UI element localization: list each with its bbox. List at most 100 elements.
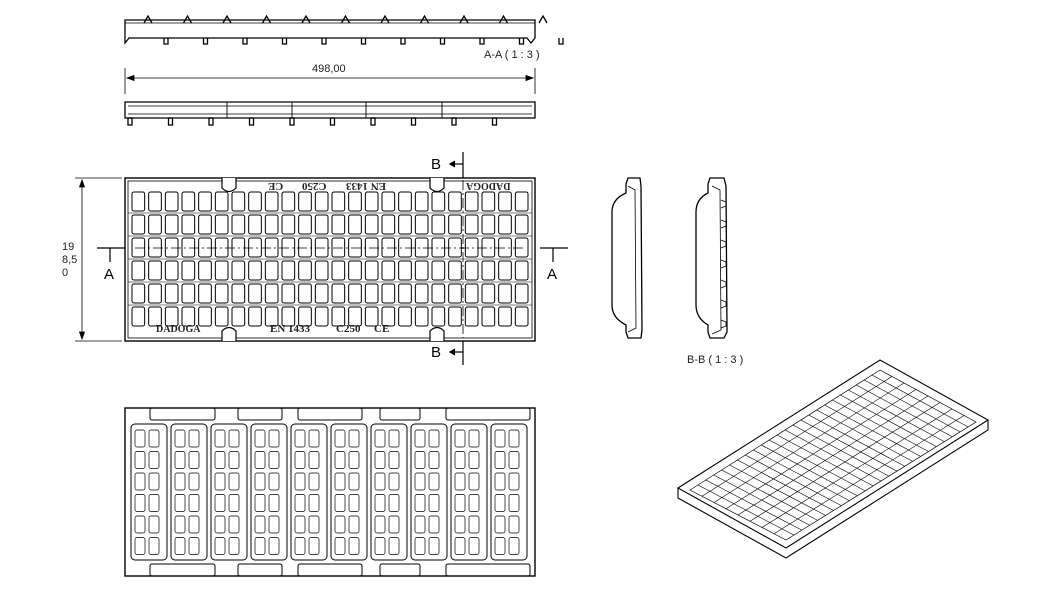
aa-foot — [281, 38, 288, 45]
aa-foot — [400, 38, 406, 45]
grating-cell — [164, 214, 179, 235]
rib-cell — [468, 537, 480, 555]
ce-mark-top: CE — [268, 180, 284, 192]
standard-bottom: EN 1433 — [270, 323, 311, 335]
side-foot — [208, 117, 214, 126]
rib-cell — [148, 472, 160, 491]
rib-cell — [134, 472, 146, 491]
rib-cell — [454, 515, 466, 534]
grating-cell — [348, 237, 362, 258]
bb-tooth — [720, 279, 727, 289]
grating-cell — [131, 306, 146, 327]
rib-cell — [214, 494, 226, 512]
grating-cell — [414, 260, 429, 281]
rib-column — [130, 423, 168, 561]
rib-cell — [134, 451, 146, 469]
grating-cell — [514, 214, 529, 235]
aa-tooth — [182, 14, 193, 24]
aa-foot — [321, 38, 327, 45]
aa-tooth — [340, 14, 351, 24]
rib-cell — [174, 537, 186, 555]
grating-cell — [264, 306, 279, 327]
section-marker-b-bottom: B — [431, 344, 442, 361]
aa-tooth — [380, 14, 390, 24]
grating-cell — [481, 260, 496, 281]
side-foot — [491, 117, 498, 126]
side-foot — [248, 117, 255, 126]
rib-column — [370, 423, 408, 561]
rib-cell — [294, 429, 306, 448]
grating-cell — [448, 260, 462, 281]
side-foot — [167, 117, 174, 126]
grating-cell — [314, 283, 329, 304]
rib-cell — [468, 494, 480, 512]
rib-column — [210, 423, 248, 561]
grating-cell — [164, 260, 179, 281]
grating-cell — [181, 306, 196, 327]
grating-cell — [514, 237, 529, 258]
side-foot — [289, 117, 295, 126]
rib-cell — [348, 537, 360, 555]
rib-cell — [268, 429, 280, 448]
grating-cell — [348, 214, 362, 235]
rib-cell — [508, 472, 520, 491]
rib-cell — [348, 494, 360, 512]
rib-cell — [374, 451, 386, 469]
grating-cell — [514, 191, 529, 212]
iso-grid-line — [725, 389, 917, 510]
grating-cell — [481, 214, 496, 235]
rib-cell — [374, 537, 386, 555]
rib-cell — [374, 515, 386, 534]
rib-cell — [308, 537, 320, 555]
rib-cell — [308, 451, 320, 469]
grating-cell — [164, 237, 179, 258]
bottom-edge-tab — [379, 407, 421, 421]
section-aa-label: A-A ( 1 : 3 ) — [484, 49, 540, 61]
grating-cell — [498, 191, 512, 212]
rib-cell — [428, 537, 440, 555]
grating-cell — [281, 306, 296, 327]
grating-cell — [264, 214, 279, 235]
grating-cell — [498, 260, 512, 281]
rib-cell — [374, 494, 386, 512]
grating-cell — [464, 237, 479, 258]
top-view-grating — [124, 177, 536, 342]
rib-cell — [134, 494, 146, 512]
rib-cell — [254, 494, 266, 512]
section-line-b — [448, 152, 464, 365]
grating-cell — [214, 237, 229, 258]
grating-cell — [481, 237, 496, 258]
rib-cell — [494, 472, 506, 491]
rib-cell — [388, 537, 400, 555]
iso-grid-line — [749, 402, 941, 522]
grating-cell — [248, 237, 262, 258]
grating-cell — [448, 306, 462, 327]
bb-tooth — [720, 319, 727, 329]
rib-cell — [254, 451, 266, 469]
rib-cell — [454, 494, 466, 512]
grating-cell — [231, 237, 246, 258]
rib-column — [330, 423, 368, 561]
grating-cell — [181, 237, 196, 258]
rib-cell — [468, 429, 480, 448]
grating-cell — [198, 283, 212, 304]
rib-cell — [174, 494, 186, 512]
grating-cell — [131, 214, 146, 235]
grating-cell — [364, 260, 379, 281]
grating-cell — [298, 191, 312, 212]
standard-top: EN 1433 — [346, 180, 387, 192]
grating-cell — [381, 237, 396, 258]
grating-cell — [431, 214, 446, 235]
grating-cell — [381, 306, 396, 327]
grating-cell — [198, 260, 212, 281]
grating-cell — [348, 283, 362, 304]
rib-cell — [334, 494, 346, 512]
aa-foot — [558, 38, 564, 45]
rib-cell — [508, 451, 520, 469]
rib-cell — [414, 451, 426, 469]
ce-mark-bottom: CE — [374, 323, 390, 335]
rib-cell — [428, 429, 440, 448]
rib-cell — [454, 472, 466, 491]
rib-cell — [148, 515, 160, 534]
